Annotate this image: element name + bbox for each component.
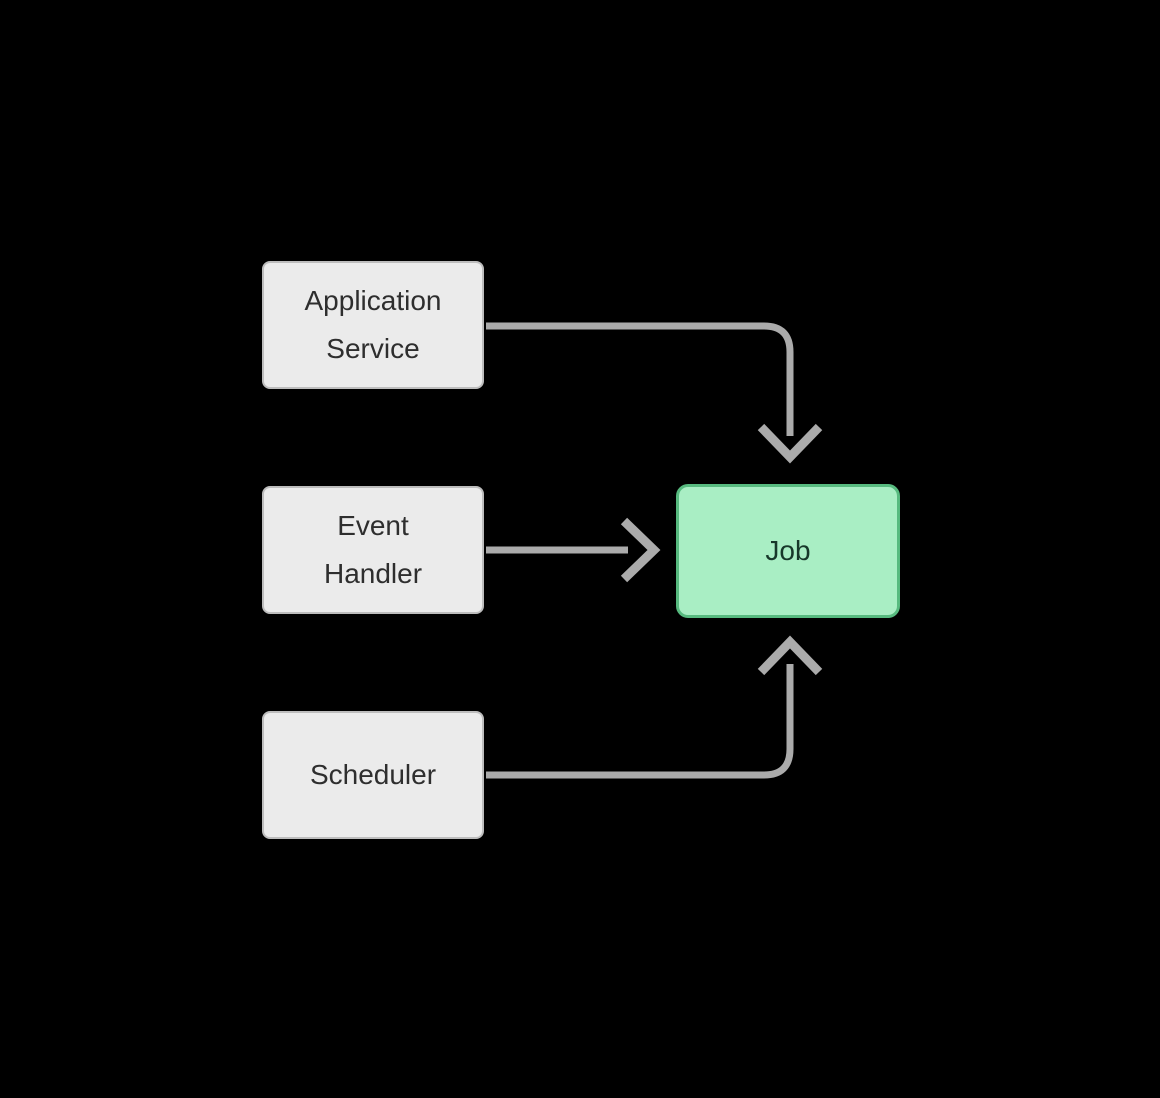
node-scheduler: Scheduler	[262, 711, 484, 839]
arrow-head-down-icon	[757, 423, 823, 464]
node-application-service: Application Service	[262, 261, 484, 389]
node-label: Application Service	[304, 285, 442, 364]
node-label: Job	[765, 535, 811, 567]
arrow-shaft	[486, 322, 794, 436]
node-job: Job	[676, 484, 900, 618]
arrow-shaft	[486, 664, 794, 779]
arrow-head-up-icon	[757, 635, 823, 676]
arrow-event-handler-to-job	[486, 517, 661, 583]
node-label: Scheduler	[309, 759, 437, 791]
arrow-application-service-to-job	[486, 322, 823, 464]
arrow-head-right-icon	[620, 517, 661, 583]
node-label: Event Handler	[323, 510, 423, 589]
arrow-scheduler-to-job	[486, 635, 823, 779]
node-event-handler: Event Handler	[262, 486, 484, 614]
